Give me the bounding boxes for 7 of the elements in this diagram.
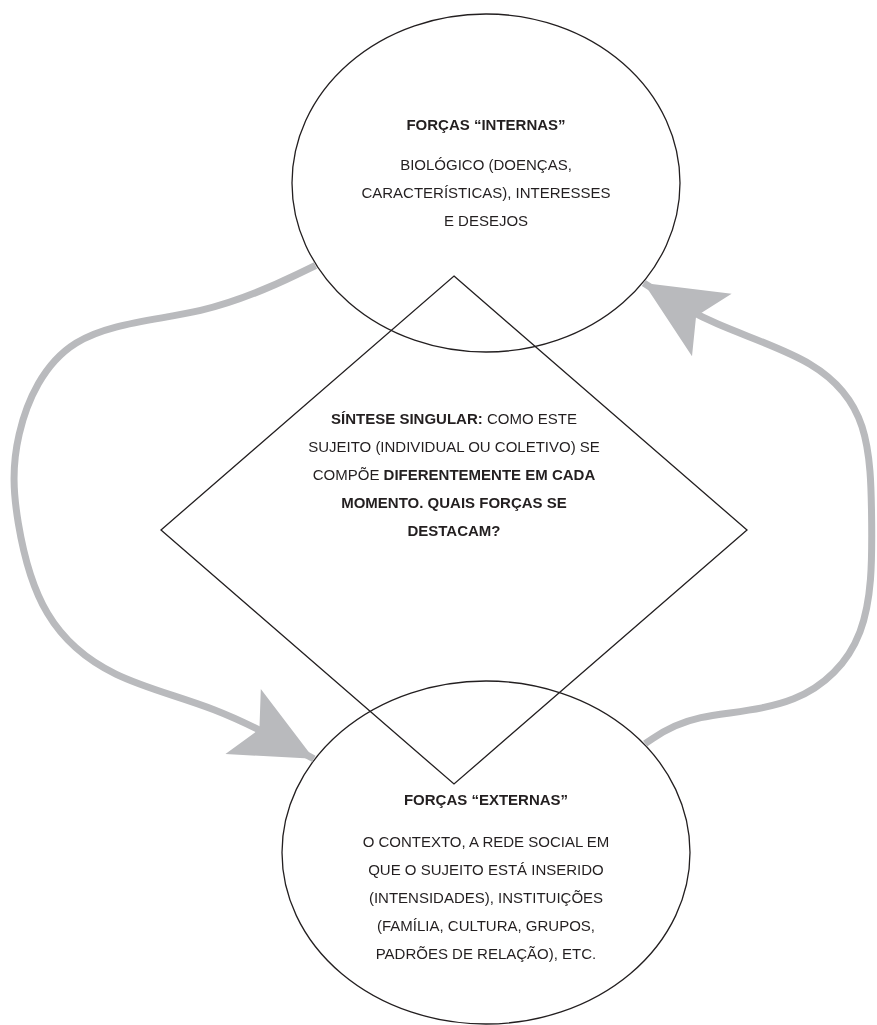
curved-arrow — [641, 280, 876, 747]
body-text: BIOLÓGICO (DOENÇAS, CARACTERÍSTICAS), INTERESSES E DESEJOS — [360, 155, 612, 231]
body-text: SÍNTESE SINGULAR: COMO ESTE SUJEITO (INDIVIDUAL OU COLETIVO) SE COMPÕE DIFERENTEMENTE EM CADA MOMENTO. QUAIS FORÇAS SE DESTACAM? — [307, 409, 601, 541]
body-text: O CONTEXTO, A REDE SOCIAL EM QUE O SUJEITO ESTÁ INSERIDO (INTENSIDADES), INSTITUIÇÕES (FAMÍLIA, CULTURA, GRUPOS, PADRÕES DE RELAÇÃO), ETC. — [361, 832, 611, 964]
curved-arrow — [10, 262, 318, 762]
heading: FORÇAS “EXTERNAS” — [402, 790, 570, 810]
heading: FORÇAS “INTERNAS” — [405, 115, 567, 135]
